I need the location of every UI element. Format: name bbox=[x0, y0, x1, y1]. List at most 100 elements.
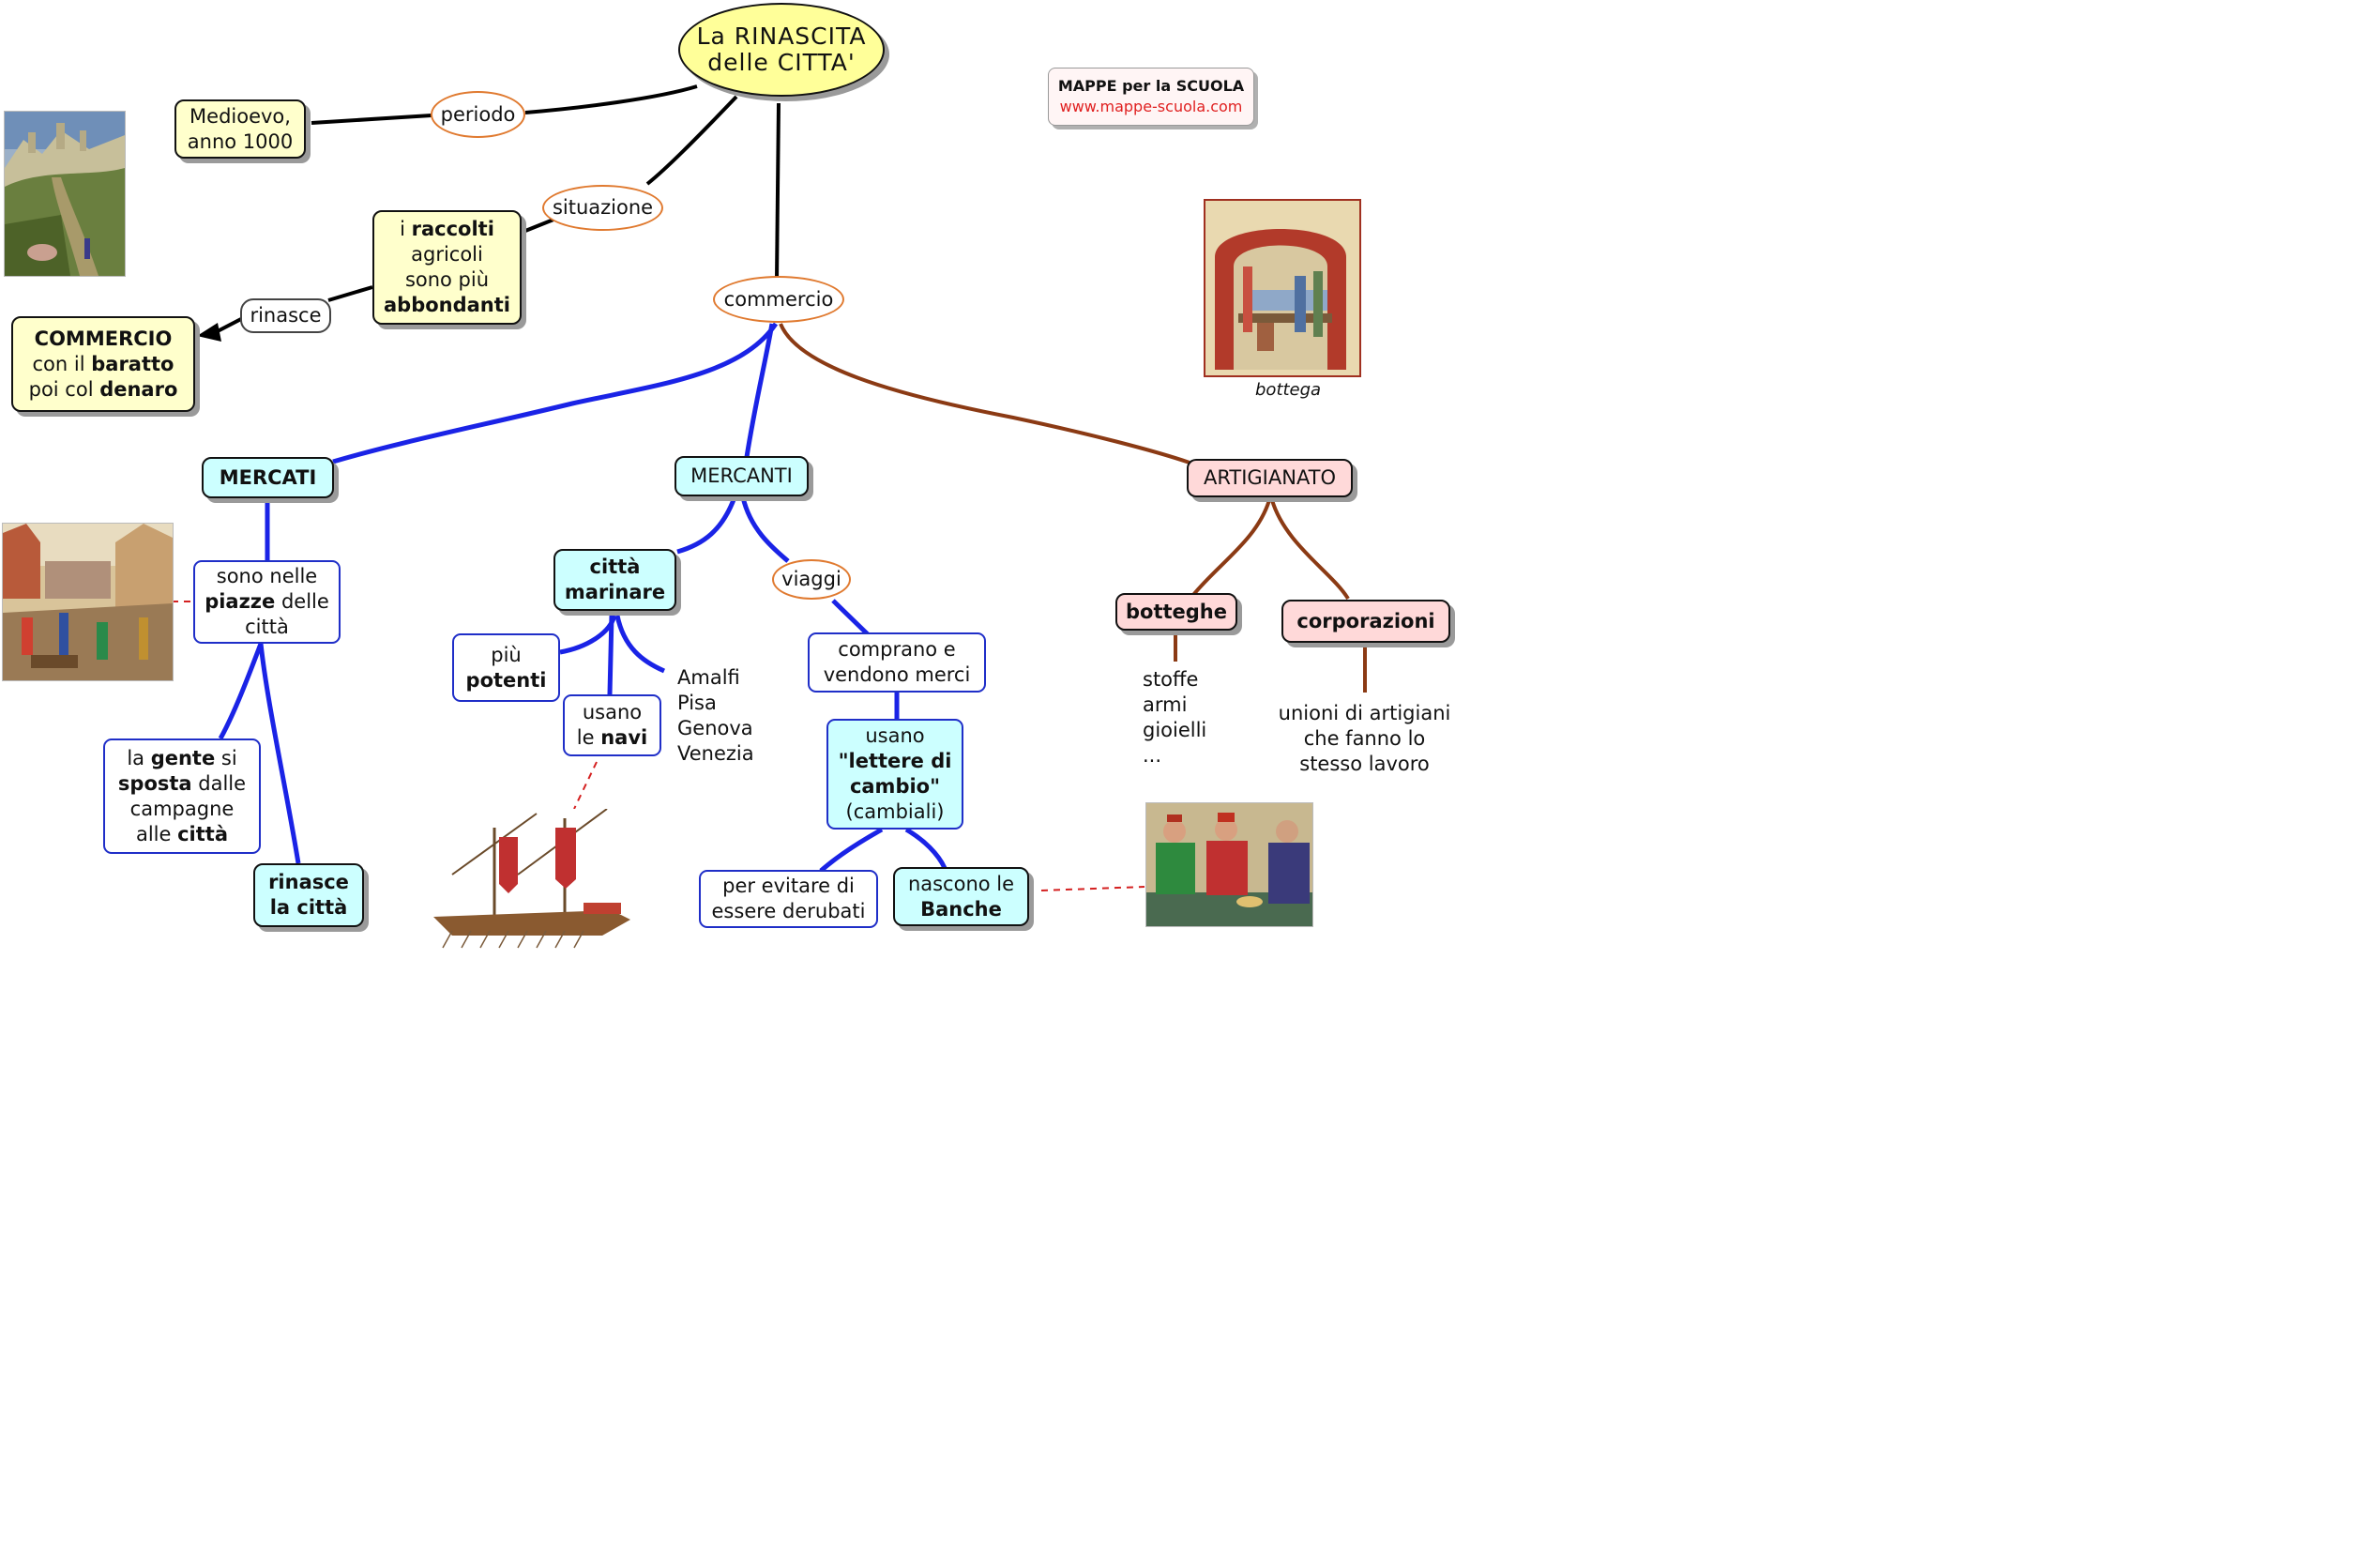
cb-l2b: baratto bbox=[91, 352, 174, 375]
node-gente: la gente si sposta dalle campagne alle c… bbox=[103, 738, 261, 854]
botteghe-gioielli: gioielli bbox=[1143, 719, 1207, 741]
edge-title-situazione bbox=[645, 95, 738, 186]
marinare-list: Amalfi Pisa Genova Venezia bbox=[677, 665, 781, 769]
marinare-genova: Genova bbox=[677, 717, 753, 739]
commercio-box-line-1: COMMERCIO bbox=[34, 327, 173, 350]
corporazioni-desc: unioni di artigiani che fanno lo stesso … bbox=[1268, 699, 1461, 778]
piazze-l2b: delle bbox=[275, 590, 329, 613]
edge-lettere-derubati bbox=[819, 827, 884, 873]
bottega-picture bbox=[1204, 199, 1361, 377]
dash-bank-picture bbox=[1040, 886, 1145, 891]
marinare-pisa: Pisa bbox=[677, 692, 717, 714]
marinare-line-1: città bbox=[589, 556, 641, 578]
connection-lines bbox=[172, 84, 1367, 891]
potenti-line-1: più bbox=[491, 643, 522, 666]
node-botteghe: botteghe bbox=[1115, 593, 1237, 631]
cb-l3a: poi col bbox=[28, 377, 100, 401]
node-piu-potenti: più potenti bbox=[452, 633, 560, 702]
link-rinasce-label: rinasce bbox=[250, 304, 322, 327]
marinare-amalfi: Amalfi bbox=[677, 666, 740, 689]
edge-piazze-gente bbox=[218, 643, 264, 740]
map-title: La RINASCITA delle CITTA' bbox=[678, 3, 885, 97]
brand-title: MAPPE per la SCUOLA bbox=[1057, 77, 1245, 95]
node-raccolti: i raccolti agricoli sono più abbondanti bbox=[372, 210, 522, 325]
lettere-line-2: "lettere di bbox=[838, 750, 952, 772]
navi-line-1: usano bbox=[582, 701, 643, 723]
gente-line-3: campagne bbox=[129, 797, 235, 820]
title-line-1: La RINASCITA bbox=[696, 23, 867, 50]
botteghe-ellipsis: ... bbox=[1143, 744, 1162, 767]
link-rinasce: rinasce bbox=[240, 298, 331, 333]
link-commercio-label: commercio bbox=[723, 287, 834, 311]
raccolti-line-4: abbondanti bbox=[383, 294, 510, 316]
artigianato-label: ARTIGIANATO bbox=[1203, 466, 1337, 489]
link-situazione: situazione bbox=[542, 185, 663, 231]
edge-marinare-list bbox=[614, 615, 665, 674]
node-usano-navi: usano le navi bbox=[563, 694, 661, 756]
gente-l2b: dalle bbox=[191, 771, 247, 795]
node-rinasce-citta: rinasce la città bbox=[253, 863, 364, 927]
medieval-market-picture bbox=[2, 523, 174, 681]
title-line-2: delle CITTA' bbox=[707, 49, 856, 76]
potenti-line-2: potenti bbox=[465, 668, 547, 692]
rinasce-citta-line-2: la città bbox=[269, 896, 348, 919]
corporazioni-label: corporazioni bbox=[1296, 609, 1435, 632]
mercati-label: MERCATI bbox=[219, 465, 317, 489]
mercanti-label: MERCANTI bbox=[690, 464, 793, 487]
navi-l2b: navi bbox=[600, 726, 648, 749]
commercio-box-line-2: con il baratto bbox=[33, 352, 174, 377]
gente-line-4: alle città bbox=[136, 822, 228, 847]
corp-desc-line-1: unioni di artigiani bbox=[1278, 701, 1451, 724]
bottega-caption: bottega bbox=[1255, 380, 1322, 400]
edge-title-periodo bbox=[524, 84, 698, 114]
node-mercanti: MERCANTI bbox=[675, 456, 809, 496]
gente-l4b: città bbox=[177, 822, 229, 845]
marinare-line-2: marinare bbox=[564, 581, 666, 603]
link-periodo-label: periodo bbox=[440, 102, 516, 126]
navi-line-2: le navi bbox=[577, 725, 647, 751]
edge-commercio-mercati bbox=[332, 322, 779, 464]
gente-line-1: la gente si bbox=[127, 746, 236, 771]
brand-url[interactable]: www.mappe-scuola.com bbox=[1059, 98, 1243, 115]
raccolti-line-1: i raccolti bbox=[400, 217, 494, 242]
link-viaggi: viaggi bbox=[772, 559, 851, 600]
edge-commercio-mercanti bbox=[744, 323, 775, 458]
edge-commercio-artigianato bbox=[779, 323, 1190, 464]
rinasce-citta-line-1: rinasce bbox=[268, 871, 349, 893]
medioevo-line-2: anno 1000 bbox=[187, 129, 294, 153]
gente-line-2: sposta dalle bbox=[118, 771, 246, 797]
node-lettere: usano "lettere di cambio" (cambiali) bbox=[826, 719, 963, 830]
edge-raccolti-rinasce bbox=[327, 285, 373, 302]
raccolti-l1a: i bbox=[400, 218, 412, 240]
node-artigianato: ARTIGIANATO bbox=[1187, 459, 1353, 497]
link-situazione-label: situazione bbox=[552, 196, 654, 219]
gente-l1c: si bbox=[215, 746, 237, 769]
piazze-line-2: piazze delle bbox=[205, 589, 329, 615]
node-comprano: comprano e vendono merci bbox=[808, 632, 986, 693]
link-viaggi-label: viaggi bbox=[781, 568, 841, 590]
node-derubati: per evitare di essere derubati bbox=[699, 870, 878, 928]
node-citta-marinare: città marinare bbox=[553, 549, 676, 611]
lettere-line-3: cambio" bbox=[849, 775, 941, 798]
edge-lettere-banche bbox=[904, 827, 947, 870]
cb-l2a: con il bbox=[32, 352, 92, 375]
edge-marinare-potenti bbox=[559, 615, 617, 655]
node-medioevo: Medioevo, anno 1000 bbox=[174, 99, 306, 159]
botteghe-list: stoffe armi gioielli ... bbox=[1143, 667, 1246, 770]
arrow-head bbox=[197, 323, 221, 342]
raccolti-l1b: raccolti bbox=[411, 218, 494, 240]
piazze-line-3: città bbox=[245, 616, 289, 638]
gente-l4a: alle bbox=[135, 822, 178, 845]
edge-mercanti-viaggi bbox=[740, 496, 790, 563]
node-commercio-box: COMMERCIO con il baratto poi col denaro bbox=[11, 316, 195, 412]
botteghe-label: botteghe bbox=[1125, 600, 1227, 623]
derubati-line-1: per evitare di bbox=[722, 875, 855, 897]
botteghe-stoffe: stoffe bbox=[1143, 668, 1199, 691]
edge-periodo-medioevo bbox=[311, 114, 432, 125]
node-banche: nascono le Banche bbox=[893, 867, 1029, 926]
raccolti-line-3: sono più bbox=[404, 268, 490, 291]
cb-l3b: denaro bbox=[99, 377, 178, 401]
comprano-line-2: vendono merci bbox=[823, 663, 971, 686]
lettere-line-4: (cambiali) bbox=[845, 800, 945, 823]
brand-badge: MAPPE per la SCUOLA www.mappe-scuola.com bbox=[1048, 68, 1254, 126]
